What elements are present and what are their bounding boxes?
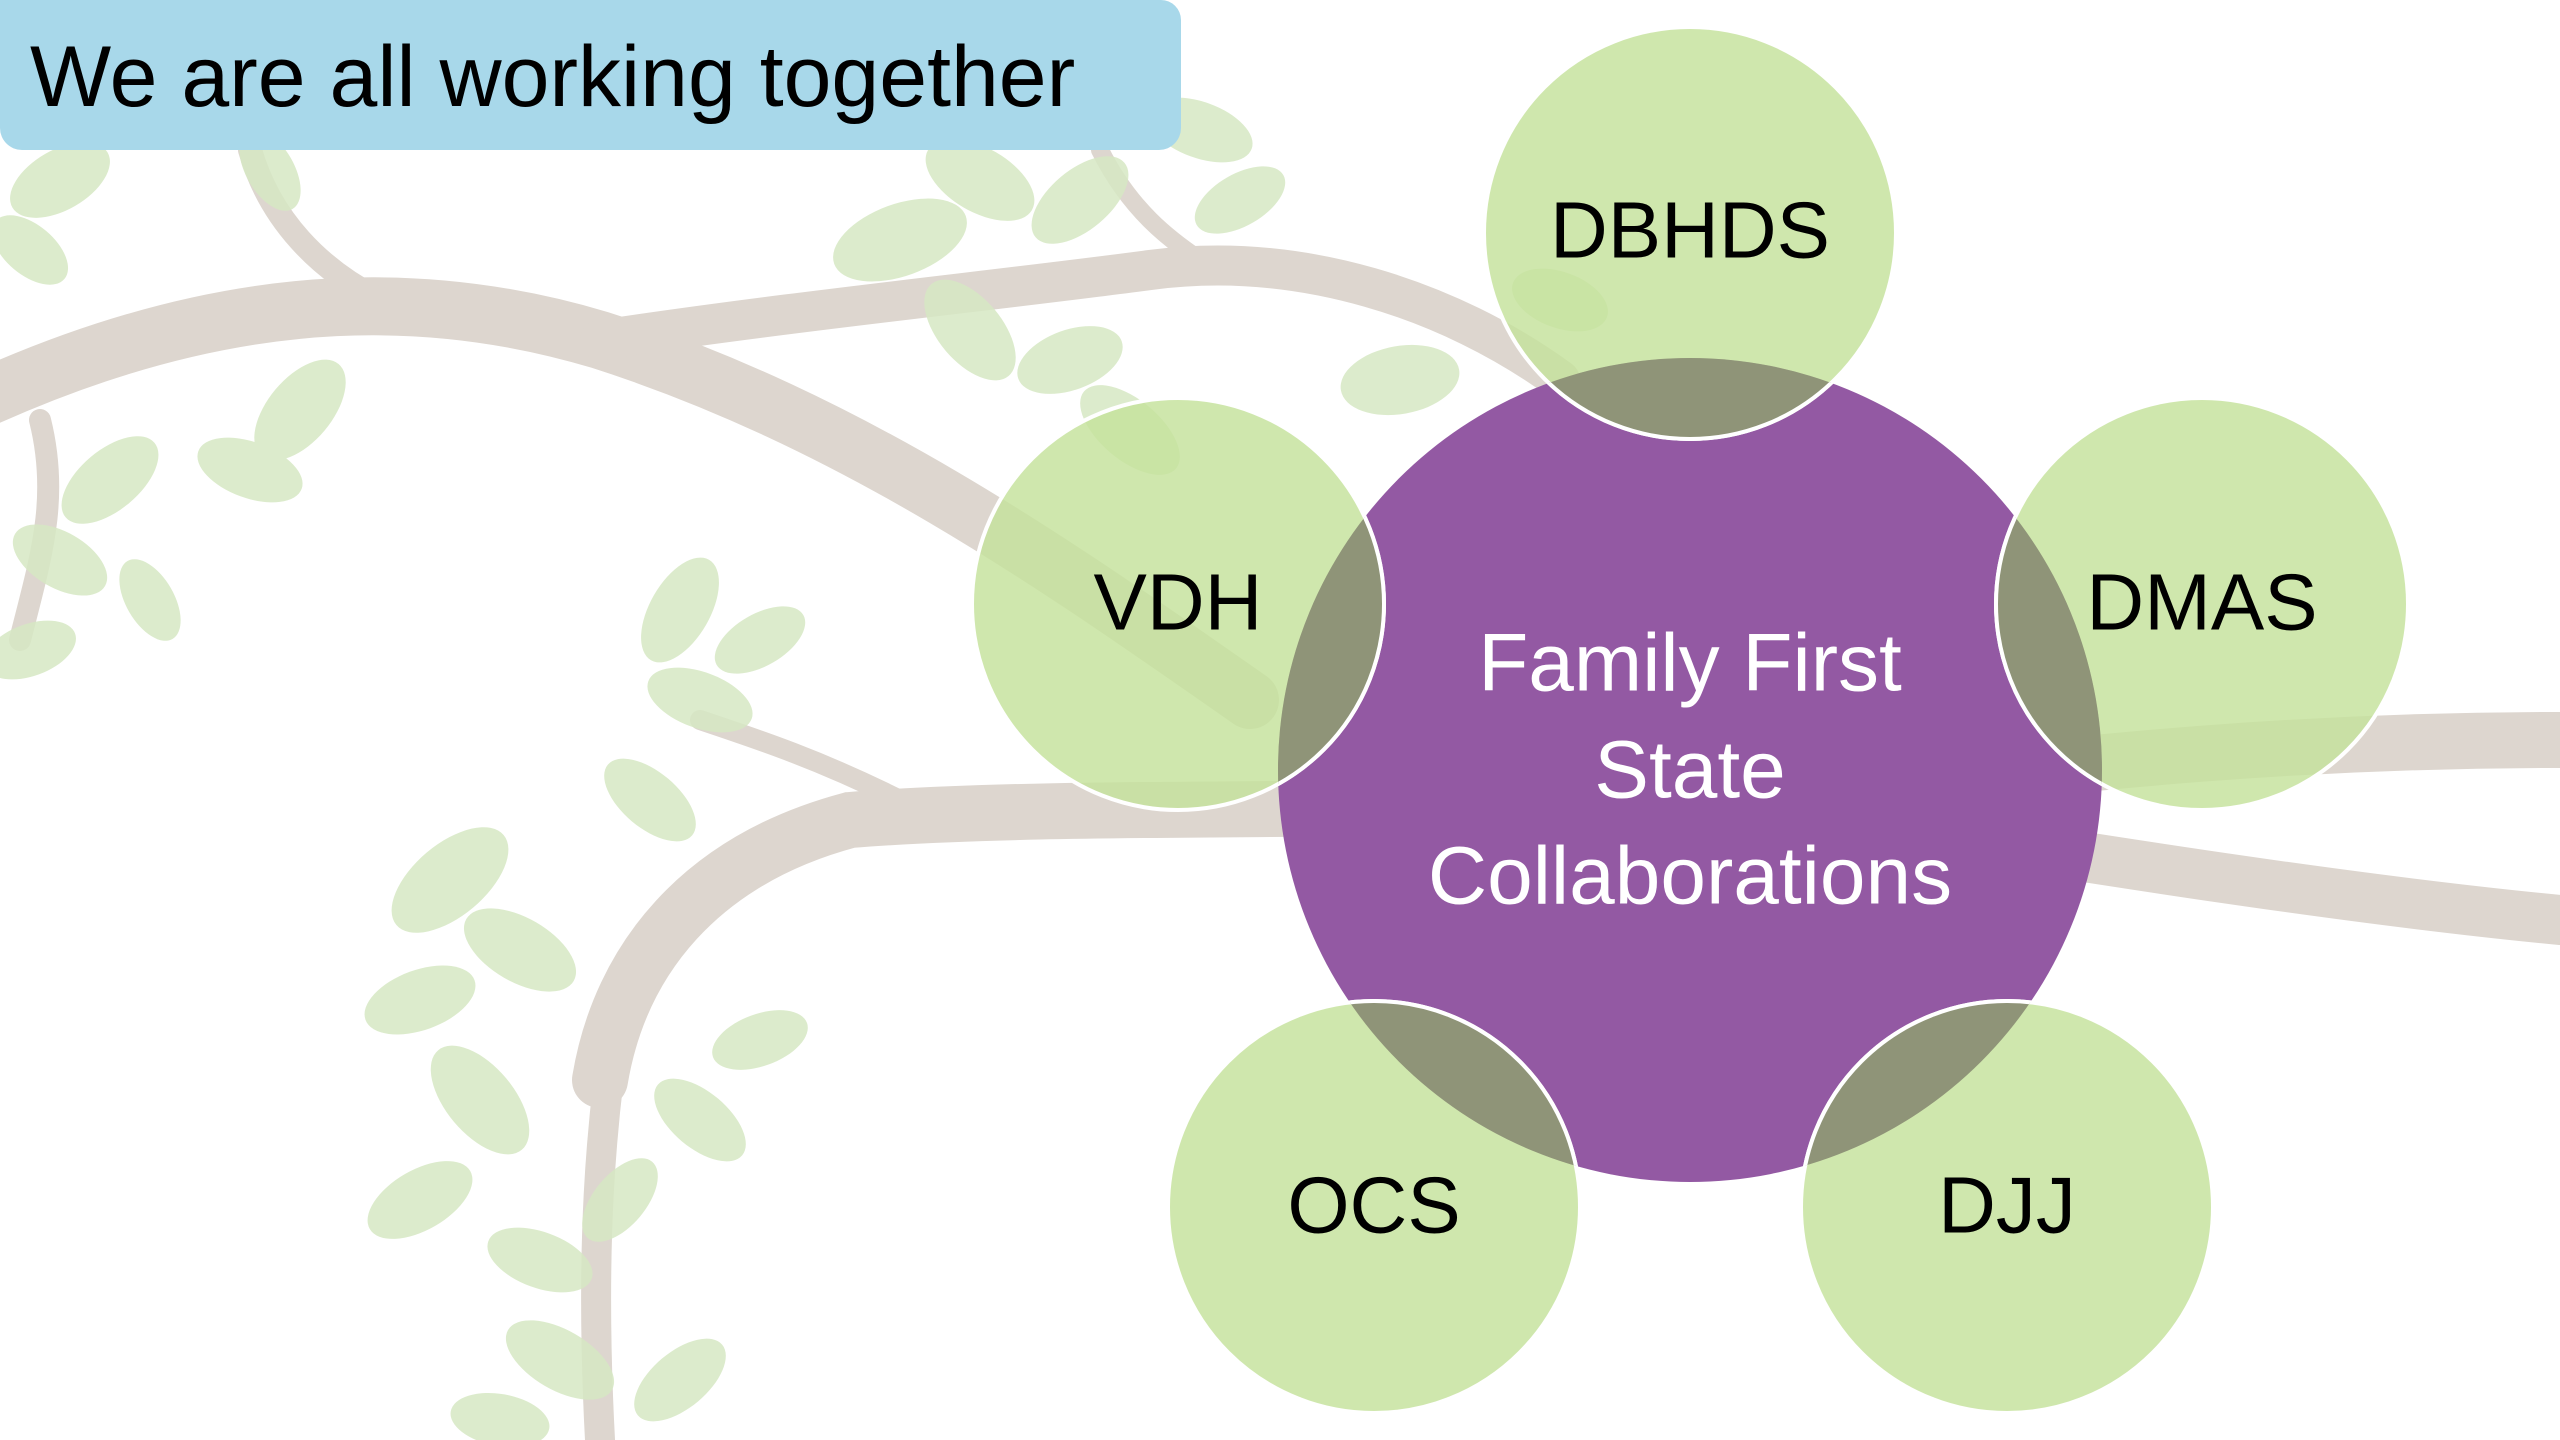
node-label-dbhds: DBHDS (1550, 186, 1830, 275)
node-label-vdh: VDH (1094, 558, 1263, 647)
overlap-dbhds (1482, 358, 1898, 441)
node-label-dmas: DMAS (2086, 558, 2317, 647)
overlap-djj (1799, 999, 2102, 1182)
center-label-line-3: Collaborations (1428, 831, 1952, 922)
slide-title: We are all working together (30, 29, 1076, 125)
center-label-line-1: Family First (1478, 618, 1902, 709)
node-label-djj: DJJ (1938, 1161, 2076, 1250)
node-label-ocs: OCS (1287, 1161, 1460, 1250)
center-label-line-2: State (1594, 725, 1785, 816)
overlap-ocs (1278, 999, 1582, 1182)
center-circle (1278, 358, 2102, 1182)
title-banner: We are all working together (0, 0, 1181, 150)
upper-branch (580, 245, 1580, 400)
